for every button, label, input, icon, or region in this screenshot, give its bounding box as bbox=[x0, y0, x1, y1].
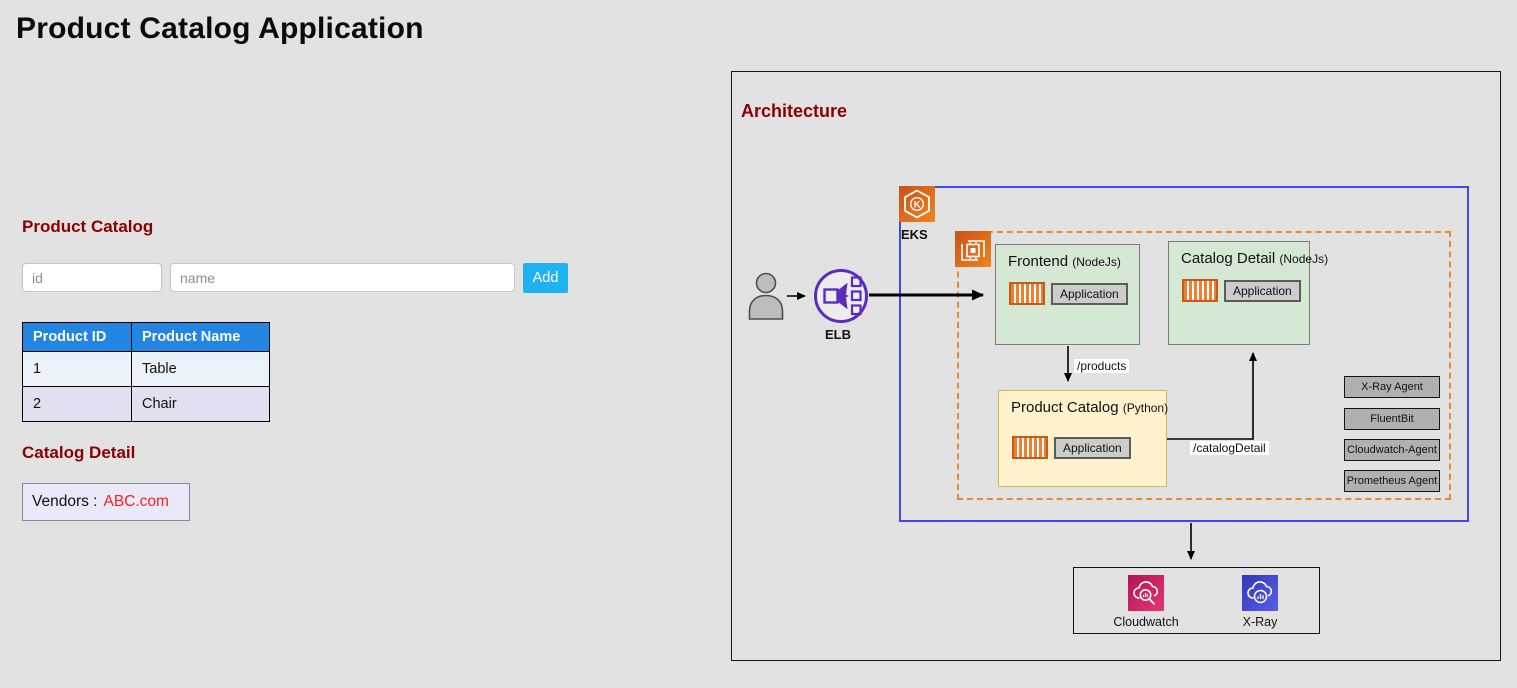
cell-product-id: 1 bbox=[22, 351, 132, 387]
eks-cluster-box bbox=[899, 186, 1469, 522]
cloudwatch-label: Cloudwatch bbox=[1113, 615, 1179, 629]
catalog-detail-runtime: (NodeJs) bbox=[1279, 252, 1329, 266]
edge-label-catalog-detail: /catalogDetail bbox=[1190, 441, 1269, 455]
xray-label: X-Ray bbox=[1242, 615, 1278, 629]
vendors-box: Vendors : ABC.com bbox=[22, 483, 190, 521]
elb-icon bbox=[814, 269, 868, 323]
pod-icon bbox=[955, 231, 991, 267]
page-title: Product Catalog Application bbox=[16, 12, 424, 45]
architecture-frame bbox=[731, 71, 1501, 661]
container-icon bbox=[1182, 279, 1218, 302]
node-group-box bbox=[957, 231, 1451, 500]
application-badge: Application bbox=[1051, 282, 1128, 305]
agent-box-xray: X-Ray Agent bbox=[1344, 376, 1440, 398]
frontend-title: Frontend (NodeJs) bbox=[1008, 253, 1121, 270]
product-catalog-runtime: (Python) bbox=[1122, 401, 1169, 415]
vendors-label: Vendors : bbox=[32, 493, 98, 510]
product-catalog-title: Product Catalog (Python) bbox=[1011, 399, 1169, 416]
name-input[interactable] bbox=[170, 263, 515, 292]
header-product-id: Product ID bbox=[22, 322, 132, 352]
cell-product-name: Table bbox=[131, 351, 270, 387]
id-input[interactable] bbox=[22, 263, 162, 292]
container-icon bbox=[1009, 282, 1045, 305]
catalog-detail-node: Catalog Detail (NodeJs) Application bbox=[1168, 241, 1329, 345]
edge-label-products: /products bbox=[1074, 359, 1130, 373]
agent-box-cloudwatch: Cloudwatch-Agent bbox=[1344, 439, 1440, 461]
monitoring-box bbox=[1073, 567, 1320, 634]
xray-icon bbox=[1242, 575, 1278, 611]
catalog-detail-heading: Catalog Detail bbox=[22, 443, 136, 462]
frontend-runtime: (NodeJs) bbox=[1072, 255, 1121, 269]
cell-product-id: 2 bbox=[22, 386, 132, 422]
elb-label: ELB bbox=[825, 327, 851, 342]
agent-box-fluentbit: FluentBit bbox=[1344, 408, 1440, 430]
agent-box-prometheus: Prometheus Agent bbox=[1344, 470, 1440, 492]
frontend-node: Frontend (NodeJs) Application bbox=[995, 244, 1140, 345]
container-icon bbox=[1012, 436, 1048, 459]
person-icon bbox=[748, 272, 784, 320]
eks-icon: K bbox=[899, 186, 935, 222]
add-button[interactable]: Add bbox=[523, 263, 568, 293]
application-badge: Application bbox=[1054, 436, 1131, 459]
eks-label: EKS bbox=[901, 227, 928, 242]
cell-product-name: Chair bbox=[131, 386, 270, 422]
table-header-row: Product ID Product Name bbox=[22, 322, 270, 352]
application-badge: Application bbox=[1224, 279, 1301, 302]
vendor-value: ABC.com bbox=[103, 493, 169, 510]
product-catalog-node: Product Catalog (Python) Application bbox=[998, 390, 1169, 487]
header-product-name: Product Name bbox=[131, 322, 270, 352]
table-row: 2 Chair bbox=[22, 386, 270, 422]
catalog-detail-title: Catalog Detail (NodeJs) bbox=[1181, 250, 1329, 267]
architecture-heading: Architecture bbox=[741, 101, 848, 121]
cloudwatch-icon bbox=[1128, 575, 1164, 611]
product-table: Product ID Product Name 1 Table 2 Chair bbox=[22, 322, 270, 422]
svg-text:K: K bbox=[914, 200, 921, 211]
product-catalog-heading: Product Catalog bbox=[22, 217, 154, 236]
table-row: 1 Table bbox=[22, 351, 270, 387]
